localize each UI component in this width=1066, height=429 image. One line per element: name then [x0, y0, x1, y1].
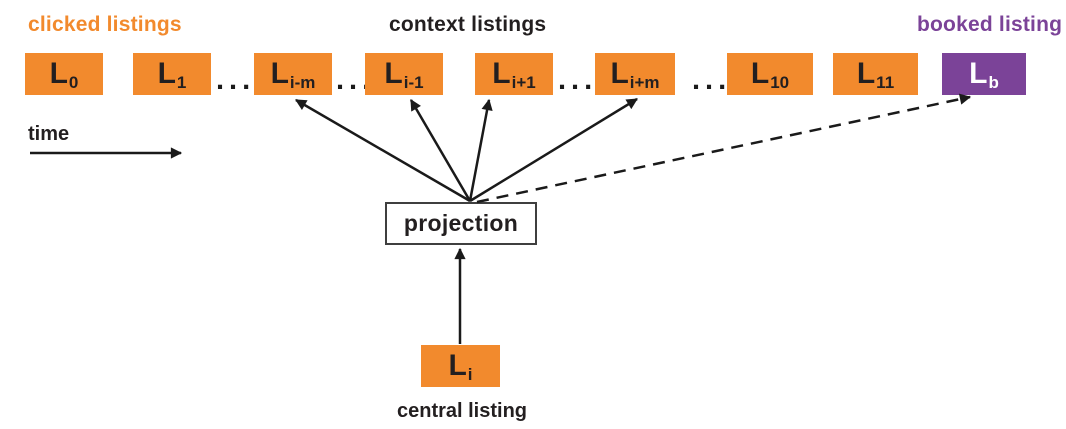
context-listings-label: context listings	[389, 13, 547, 36]
listing-symbol: L	[157, 57, 176, 90]
ellipsis: ...	[216, 64, 256, 96]
listing-subscript: i+m	[629, 72, 660, 92]
listing-symbol: L	[610, 57, 629, 90]
listing-symbol: L	[750, 57, 770, 90]
listing-subscript: i-m	[289, 72, 316, 92]
listing-subscript: b	[988, 72, 999, 92]
central-listing-label: central listing	[396, 400, 528, 422]
listing-symbol: L	[969, 57, 988, 90]
arrow-projection-to-li-minus-1	[409, 99, 472, 202]
ellipsis: ...	[692, 64, 732, 96]
listing-symbol: L	[49, 57, 68, 90]
listing-subscript: 10	[770, 72, 790, 92]
listing-symbol: L	[448, 349, 467, 382]
listing-symbol: L	[856, 57, 876, 90]
listing-subscript: 11	[876, 72, 895, 92]
listing-symbol: L	[384, 57, 403, 90]
time-axis-label: time	[28, 123, 70, 145]
arrow-projection-to-li-plus-1	[468, 98, 493, 202]
listing-subscript: i	[467, 364, 473, 384]
listing-symbol: L	[492, 57, 511, 90]
projection-box: projection	[385, 202, 537, 245]
ellipsis: ...	[558, 64, 598, 96]
listing-subscript: 0	[68, 72, 79, 92]
booked-listing-label: booked listing	[917, 13, 1063, 36]
arrow-projection-to-li-plus-m	[469, 97, 638, 203]
projection-label: projection	[403, 210, 519, 236]
listing-subscript: i-1	[403, 72, 424, 92]
listing-subscript: i+1	[511, 72, 536, 92]
arrow-projection-to-li-minus-m	[295, 98, 471, 203]
ellipsis: ...	[336, 64, 376, 96]
listing-subscript: 1	[176, 72, 187, 92]
dashed-arrow-projection-to-booked-lb	[476, 93, 972, 204]
clicked-listings-label: clicked listings	[28, 13, 182, 36]
listing-symbol: L	[270, 57, 289, 90]
